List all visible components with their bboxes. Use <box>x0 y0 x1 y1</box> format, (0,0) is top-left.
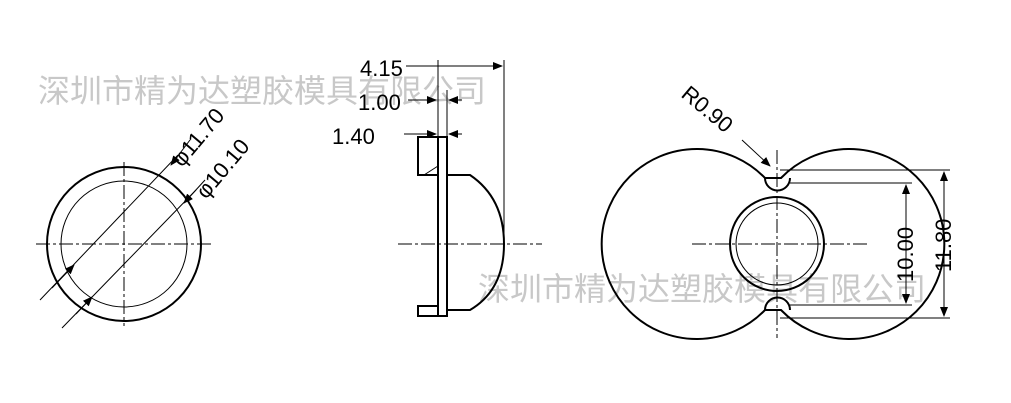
side-dome <box>447 174 506 311</box>
front-view: φ11.70 φ10.10 <box>36 103 254 329</box>
side-rim-bottom <box>417 305 438 317</box>
back-outer-outline <box>600 148 946 340</box>
watermark-top: 深圳市精为达塑胶模具有限公司 <box>38 72 486 110</box>
rim-height-label: 1.40 <box>332 124 375 149</box>
watermark-bottom: 深圳市精为达塑胶模具有限公司 <box>478 270 926 308</box>
side-flange <box>437 136 448 317</box>
notch-top <box>764 177 791 192</box>
radius-leader <box>741 139 771 167</box>
notch-bottom <box>764 296 791 311</box>
inner-width-label: 10.00 <box>893 227 918 282</box>
side-rim-top <box>417 136 438 176</box>
total-height-label: 4.15 <box>360 56 403 81</box>
side-view: 4.15 1.00 1.40 <box>332 56 542 317</box>
outer-width-label: 11.80 <box>931 219 956 272</box>
radius-label: R0.90 <box>677 81 738 138</box>
flange-thickness-label: 1.00 <box>358 90 401 115</box>
